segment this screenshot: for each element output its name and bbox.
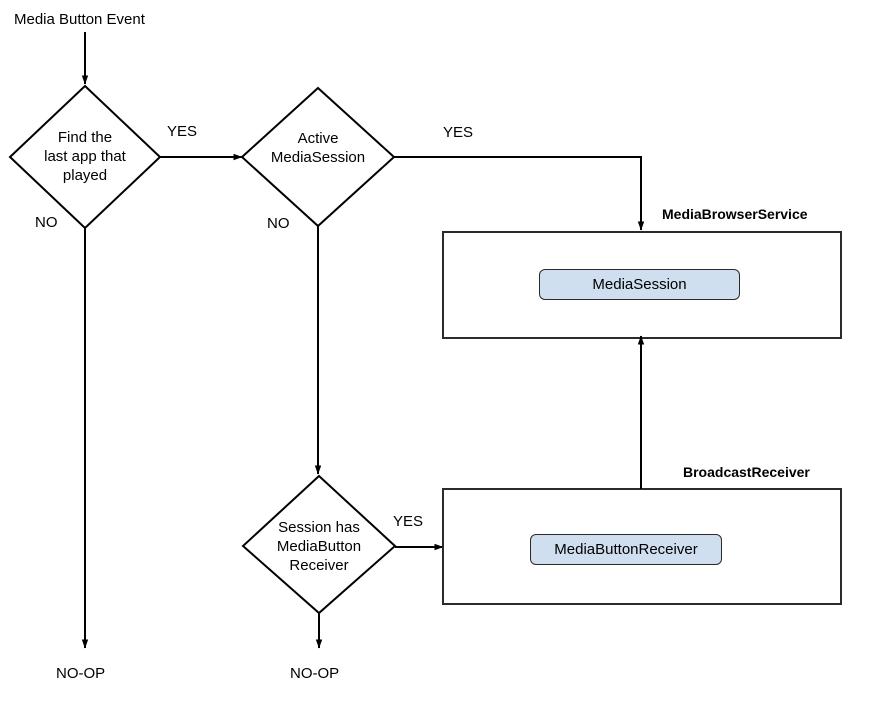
- decision-find-last-app-shape[interactable]: [8, 84, 162, 230]
- edge-label-find-last-app-yes: YES: [167, 123, 198, 140]
- container-title-broadcast-receiver: BroadcastReceiver: [683, 464, 810, 480]
- container-title-media-browser-service: MediaBrowserService: [662, 206, 808, 222]
- terminal-no-op-left: NO-OP: [56, 665, 106, 682]
- edge-label-find-last-app-no: NO: [35, 214, 58, 231]
- edge-label-active-mediasession-no: NO: [267, 215, 290, 232]
- decision-session-has-receiver-shape[interactable]: [241, 474, 397, 615]
- edge-label-session-has-receiver-yes: YES: [393, 513, 424, 530]
- decision-active-mediasession-shape[interactable]: [240, 86, 396, 228]
- terminal-no-op-center: NO-OP: [290, 665, 340, 682]
- edge-active-mediasession-yes: [394, 156, 645, 231]
- edge-label-active-mediasession-yes: YES: [443, 124, 474, 141]
- component-mediabuttonreceiver[interactable]: MediaButtonReceiver: [530, 534, 722, 565]
- component-mediasession[interactable]: MediaSession: [539, 269, 740, 300]
- entry-label: Media Button Event: [14, 11, 145, 28]
